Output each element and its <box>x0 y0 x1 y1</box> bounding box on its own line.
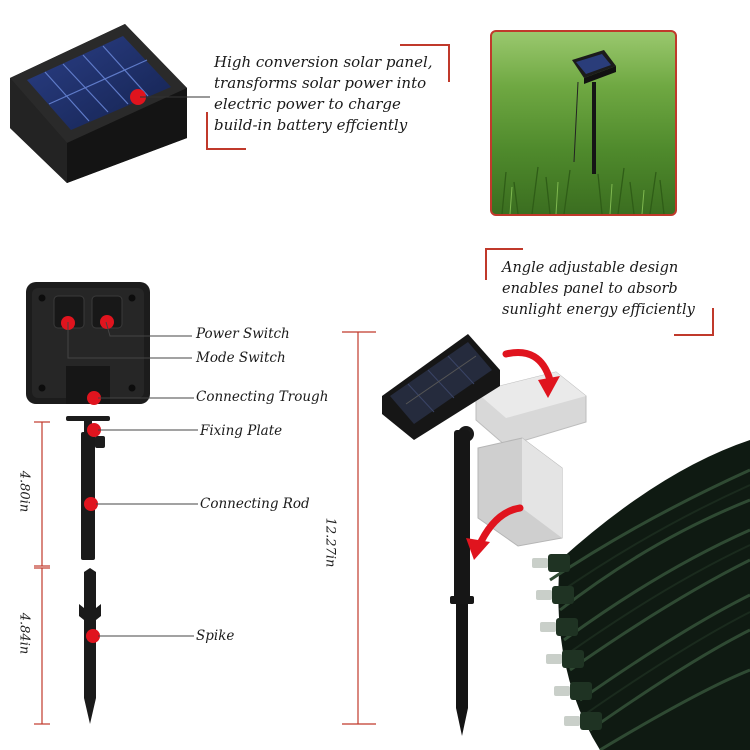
solar-caption-line: build-in battery effciently <box>214 116 408 134</box>
angle-caption-bracket-top <box>485 248 523 280</box>
solar-caption-line: electric power to charge <box>214 95 401 113</box>
rotate-arrow-icon <box>502 349 560 398</box>
connecting-trough-marker <box>87 391 101 405</box>
power-switch-label: Power Switch <box>196 326 290 342</box>
total-dimension-label: 12.27in <box>322 517 338 568</box>
solar-caption-bracket-bottom <box>206 112 246 150</box>
ghost-panel-upper <box>475 371 587 447</box>
rod-spike-leader-lines <box>96 429 198 637</box>
grass-photo <box>501 50 665 214</box>
connecting-rod-label: Connecting Rod <box>200 496 310 512</box>
angle-caption-line: enables panel to absorb <box>502 281 678 297</box>
control-box <box>26 282 150 404</box>
assembled-solar-panel <box>382 334 500 440</box>
solar-panel-marker <box>130 89 146 105</box>
fixing-plate-marker <box>87 423 101 437</box>
light-string-wires <box>532 440 750 750</box>
spike-dimension-line <box>34 567 50 725</box>
solar-panel-leader-line <box>140 96 210 98</box>
fixing-plate-label: Fixing Plate <box>200 423 283 439</box>
spike-marker <box>86 629 100 643</box>
rod-dimension-line <box>34 421 50 567</box>
control-box-leader-lines <box>67 321 194 399</box>
light-string-bundle <box>520 430 750 750</box>
solar-caption-line: transforms solar power into <box>214 74 427 92</box>
spike-label: Spike <box>196 628 235 644</box>
mode-switch-label: Mode Switch <box>196 350 286 366</box>
rod-dimension-label: 4.80in <box>16 470 32 513</box>
connecting-rod <box>66 416 110 560</box>
angle-caption-line: Angle adjustable design <box>502 260 679 276</box>
connecting-trough-label: Connecting Trough <box>196 389 329 405</box>
total-dimension-line <box>342 331 376 725</box>
spike-dimension-label: 4.84in <box>16 612 32 655</box>
solar-caption-line: High conversion solar panel, <box>214 53 433 71</box>
solar-caption-bracket-top <box>400 44 450 82</box>
rotate-arrow-icon <box>466 504 524 560</box>
spike <box>79 568 101 724</box>
angle-caption-bracket-bottom <box>674 308 714 336</box>
grass-photo-frame <box>490 30 677 216</box>
solar-panel-illustration <box>10 24 187 183</box>
connecting-rod-marker <box>84 497 98 511</box>
angle-caption-line: sunlight energy efficiently <box>502 302 695 318</box>
assembled-stake <box>450 426 474 736</box>
solar-panel-caption: High conversion solar panel, transforms … <box>214 52 433 136</box>
mode-switch-marker <box>100 315 114 329</box>
angle-caption: Angle adjustable design enables panel to… <box>502 258 695 321</box>
